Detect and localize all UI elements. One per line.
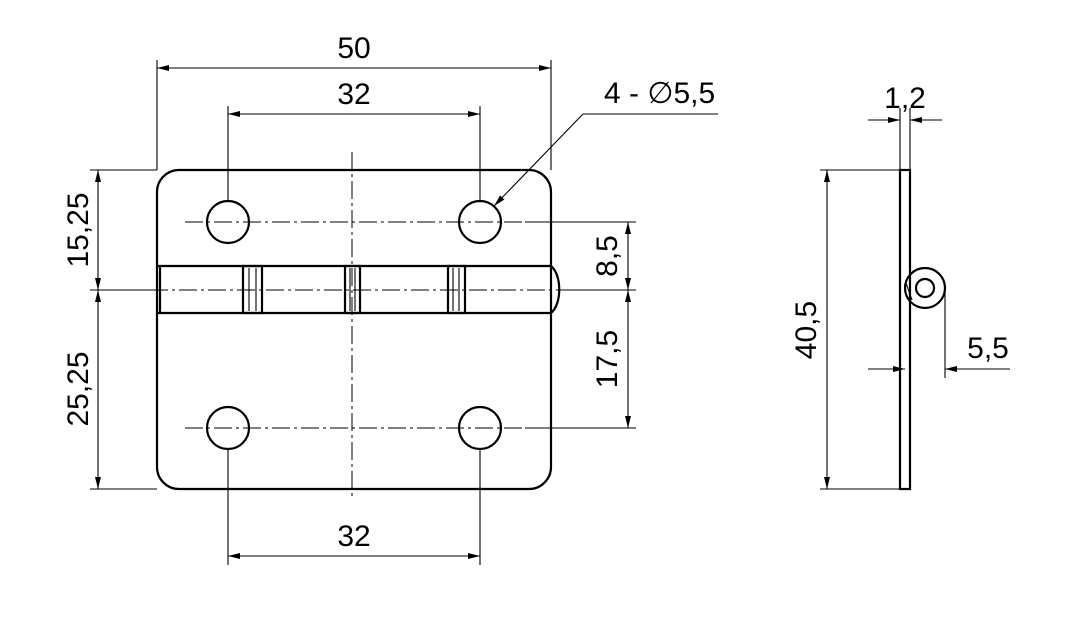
front-view: 50 32 32 4 - ∅5,5 15,25 25,25 8,5 17,5 (62, 32, 718, 565)
dim-overall-height: 40,5 (790, 301, 823, 359)
hinge-plate-outline (155, 168, 553, 491)
dim-thickness: 1,2 (884, 82, 926, 115)
center-lines (150, 152, 565, 500)
dim-hole-callout: 4 - ∅5,5 (604, 77, 715, 110)
side-dimension-lines (824, 117, 1010, 489)
dim-hole-to-pin-upper: 8,5 (591, 235, 624, 277)
knuckle-inner (914, 277, 936, 299)
side-extension-lines (820, 108, 946, 490)
dim-upper-height: 15,25 (62, 192, 95, 267)
dim-overall-width: 50 (337, 32, 370, 65)
side-plate (898, 168, 912, 491)
dim-knuckle-diameter: 5,5 (967, 332, 1009, 365)
dim-pin-to-hole-lower: 17,5 (591, 330, 624, 388)
dim-hole-spacing-top: 32 (337, 78, 370, 111)
dim-lower-height: 25,25 (62, 351, 95, 426)
dimension-lines (95, 65, 718, 559)
side-view: 1,2 40,5 5,5 (790, 82, 1010, 491)
dim-hole-spacing-bottom: 32 (337, 520, 370, 553)
